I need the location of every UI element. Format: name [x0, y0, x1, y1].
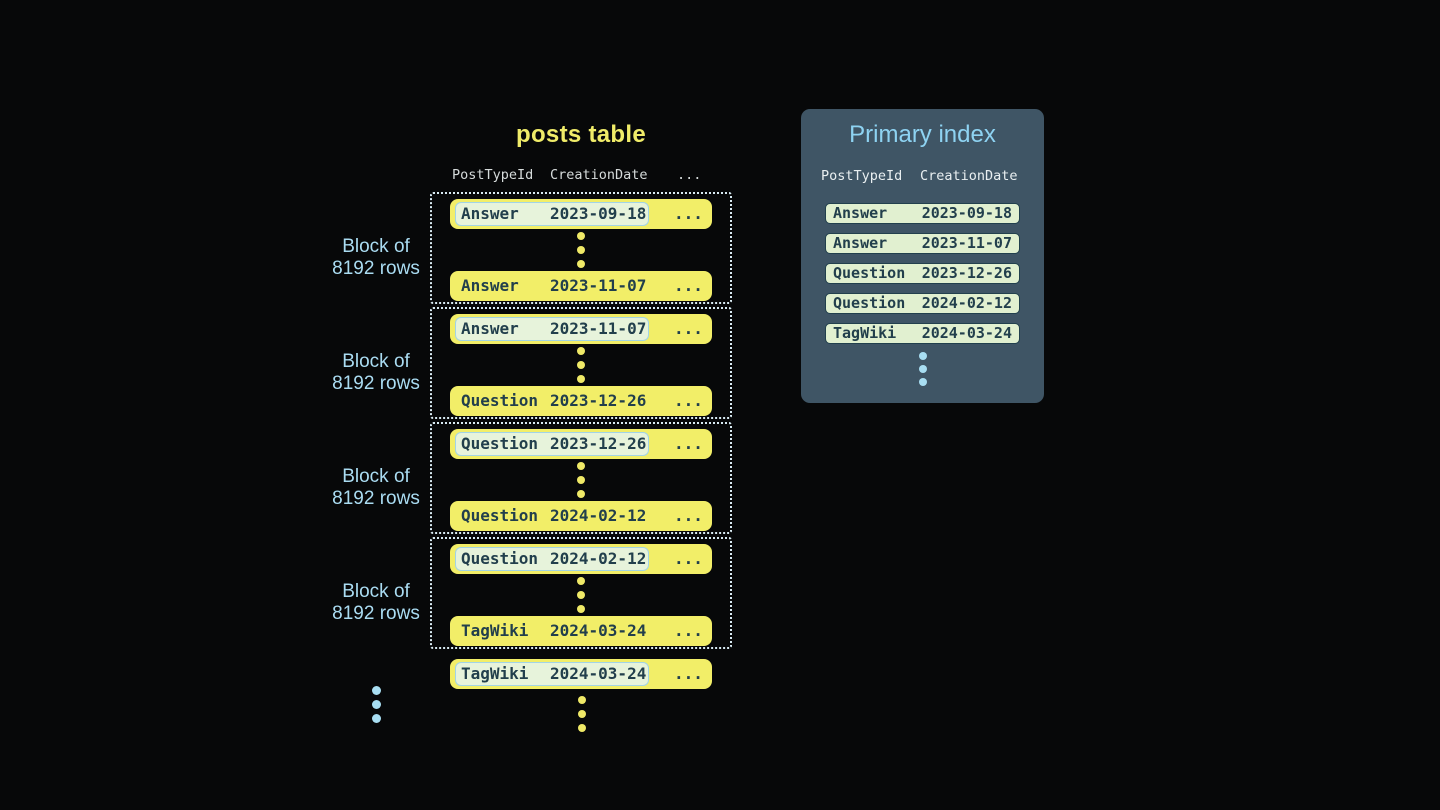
row-creationdate: 2023-11-07 — [921, 234, 1012, 252]
row-posttypeid: Answer — [833, 204, 888, 222]
index-row: Question 2024-02-12 — [825, 293, 1020, 314]
row-posttypeid: Answer — [833, 234, 888, 252]
row-highlight-box — [455, 317, 649, 341]
column-header-posttypeid: PostTypeId — [821, 168, 903, 184]
row-posttypeid: Question — [833, 264, 906, 282]
block-size-label-line1: Block of — [342, 236, 410, 257]
table-row-overflow: TagWiki 2024-03-24 ... — [450, 659, 712, 689]
row-highlight-box — [455, 202, 649, 226]
row-block-1: Answer 2023-09-18 ... Answer 2023-11-07 … — [430, 192, 732, 304]
index-row: Answer 2023-11-07 — [825, 233, 1020, 254]
column-header-posttypeid: PostTypeId — [452, 167, 534, 183]
table-row-first: Question 2024-02-12 ... — [450, 544, 712, 574]
ellipsis-dots — [577, 232, 585, 268]
primary-index-title: Primary index — [849, 121, 996, 148]
row-ellipsis: ... — [674, 276, 703, 295]
row-creationdate: 2024-03-24 — [550, 664, 647, 683]
row-posttypeid: TagWiki — [461, 664, 529, 683]
row-posttypeid: Answer — [461, 204, 519, 223]
block-size-label: Block of 8192 rows — [296, 581, 456, 624]
row-ellipsis: ... — [674, 319, 703, 338]
row-creationdate: 2023-11-07 — [550, 276, 647, 295]
index-row: Answer 2023-09-18 — [825, 203, 1020, 224]
row-ellipsis: ... — [674, 391, 703, 410]
block-size-label: Block of 8192 rows — [296, 466, 456, 509]
posts-table-column-headers: PostTypeId CreationDate ... — [430, 167, 732, 183]
row-ellipsis: ... — [674, 204, 703, 223]
block-size-label-line1: Block of — [342, 351, 410, 372]
primary-index-column-headers: PostTypeId CreationDate — [801, 168, 1044, 184]
table-row-last: Question 2023-12-26 ... — [450, 386, 712, 416]
row-posttypeid: Question — [461, 549, 539, 568]
row-creationdate: 2023-09-18 — [550, 204, 647, 223]
row-highlight-box — [455, 662, 649, 686]
row-ellipsis: ... — [674, 506, 703, 525]
row-block-4: Question 2024-02-12 ... TagWiki 2024-03-… — [430, 537, 732, 649]
row-posttypeid: Question — [461, 391, 539, 410]
row-ellipsis: ... — [674, 621, 703, 640]
column-header-creationdate: CreationDate — [920, 168, 1018, 184]
table-row-last: Answer 2023-11-07 ... — [450, 271, 712, 301]
row-creationdate: 2024-02-12 — [921, 294, 1012, 312]
column-header-creationdate: CreationDate — [550, 167, 648, 183]
row-creationdate: 2024-03-24 — [550, 621, 647, 640]
posts-table-title: posts table — [516, 121, 646, 148]
row-ellipsis: ... — [674, 549, 703, 568]
column-header-ellipsis: ... — [677, 167, 702, 183]
row-posttypeid: Question — [833, 294, 906, 312]
block-size-label-line2: 8192 rows — [332, 487, 420, 509]
row-ellipsis: ... — [674, 664, 703, 683]
table-row-first: Question 2023-12-26 ... — [450, 429, 712, 459]
row-creationdate: 2023-12-26 — [550, 434, 647, 453]
table-row-last: Question 2024-02-12 ... — [450, 501, 712, 531]
row-creationdate: 2023-12-26 — [550, 391, 647, 410]
ellipsis-dots — [577, 462, 585, 498]
row-posttypeid: TagWiki — [833, 324, 897, 342]
row-posttypeid: Answer — [461, 319, 519, 338]
ellipsis-dots — [577, 577, 585, 613]
block-size-label-line2: 8192 rows — [332, 602, 420, 624]
row-highlight-box — [455, 547, 649, 571]
block-size-label-line1: Block of — [342, 581, 410, 602]
primary-index-panel: Primary index PostTypeId CreationDate An… — [801, 109, 1044, 403]
row-posttypeid: Question — [461, 434, 539, 453]
index-row: Question 2023-12-26 — [825, 263, 1020, 284]
row-block-2: Answer 2023-11-07 ... Question 2023-12-2… — [430, 307, 732, 419]
row-highlight-box — [455, 432, 649, 456]
row-creationdate: 2023-11-07 — [550, 319, 647, 338]
block-size-label: Block of 8192 rows — [296, 351, 456, 394]
block-size-label-line2: 8192 rows — [332, 257, 420, 279]
row-creationdate: 2023-09-18 — [921, 204, 1012, 222]
table-row-first: Answer 2023-09-18 ... — [450, 199, 712, 229]
row-creationdate: 2024-02-12 — [550, 549, 647, 568]
row-creationdate: 2024-03-24 — [921, 324, 1012, 342]
row-posttypeid: Question — [461, 506, 539, 525]
table-row-first: Answer 2023-11-07 ... — [450, 314, 712, 344]
ellipsis-dots — [918, 352, 927, 386]
block-size-label: Block of 8192 rows — [296, 236, 456, 279]
row-posttypeid: Answer — [461, 276, 519, 295]
block-size-label-line2: 8192 rows — [332, 372, 420, 394]
table-row-last: TagWiki 2024-03-24 ... — [450, 616, 712, 646]
block-size-label-line1: Block of — [342, 466, 410, 487]
ellipsis-dots — [578, 696, 586, 732]
row-posttypeid: TagWiki — [461, 621, 529, 640]
more-blocks-dots — [372, 686, 381, 723]
index-row: TagWiki 2024-03-24 — [825, 323, 1020, 344]
row-creationdate: 2024-02-12 — [550, 506, 647, 525]
row-ellipsis: ... — [674, 434, 703, 453]
row-block-3: Question 2023-12-26 ... Question 2024-02… — [430, 422, 732, 534]
ellipsis-dots — [577, 347, 585, 383]
row-creationdate: 2023-12-26 — [921, 264, 1012, 282]
